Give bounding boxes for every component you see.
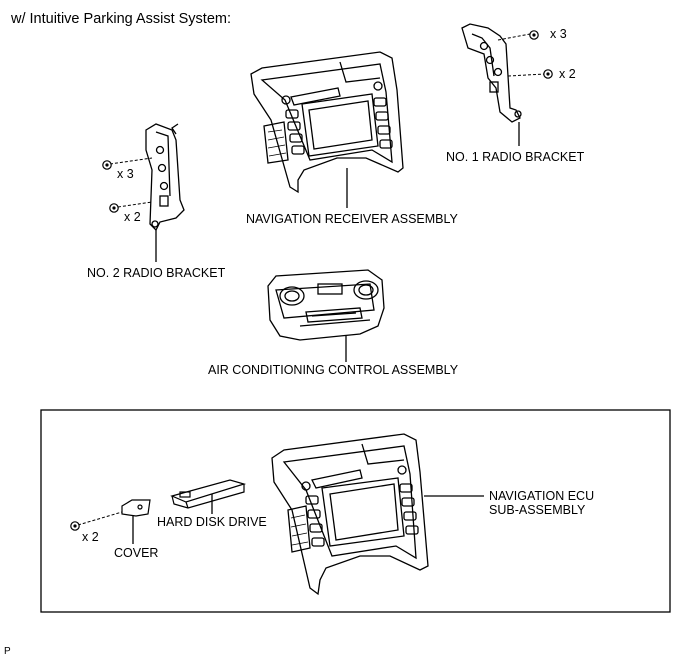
nav-receiver-label: NAVIGATION RECEIVER ASSEMBLY [246,212,458,226]
air-conditioning-control-drawing [267,269,385,341]
cover-drawing [121,499,151,517]
ac-control-label: AIR CONDITIONING CONTROL ASSEMBLY [208,363,459,377]
cover-qty-x2: x 2 [82,530,99,544]
navigation-receiver-assembly-drawing [250,51,404,194]
nav-ecu-label-line2: SUB-ASSEMBLY [489,503,586,517]
navigation-ecu-frame [40,409,671,613]
header-title: w/ Intuitive Parking Assist System: [11,11,231,27]
hard-disk-label: HARD DISK DRIVE [157,515,267,529]
no2-qty-x2: x 2 [124,210,141,224]
no1-qty-x3: x 3 [550,27,567,41]
no1-qty-x2: x 2 [559,67,576,81]
screw-icon [102,160,112,170]
screw-icon [529,30,539,40]
no1-bracket-label: NO. 1 RADIO BRACKET [446,150,585,164]
no1-radio-bracket-drawing [461,23,522,123]
hard-disk-drive-drawing [170,479,247,509]
screw-icon [70,521,80,531]
no2-qty-x3: x 3 [117,167,134,181]
screw-icon [543,69,553,79]
nav-ecu-label-line1: NAVIGATION ECU [489,489,595,503]
cover-label: COVER [114,546,159,560]
no2-radio-bracket-drawing [145,123,185,232]
illustration-code: P [4,646,11,657]
navigation-ecu-drawing [271,433,429,596]
screw-icon [109,203,119,213]
no2-bracket-label: NO. 2 RADIO BRACKET [87,266,226,280]
